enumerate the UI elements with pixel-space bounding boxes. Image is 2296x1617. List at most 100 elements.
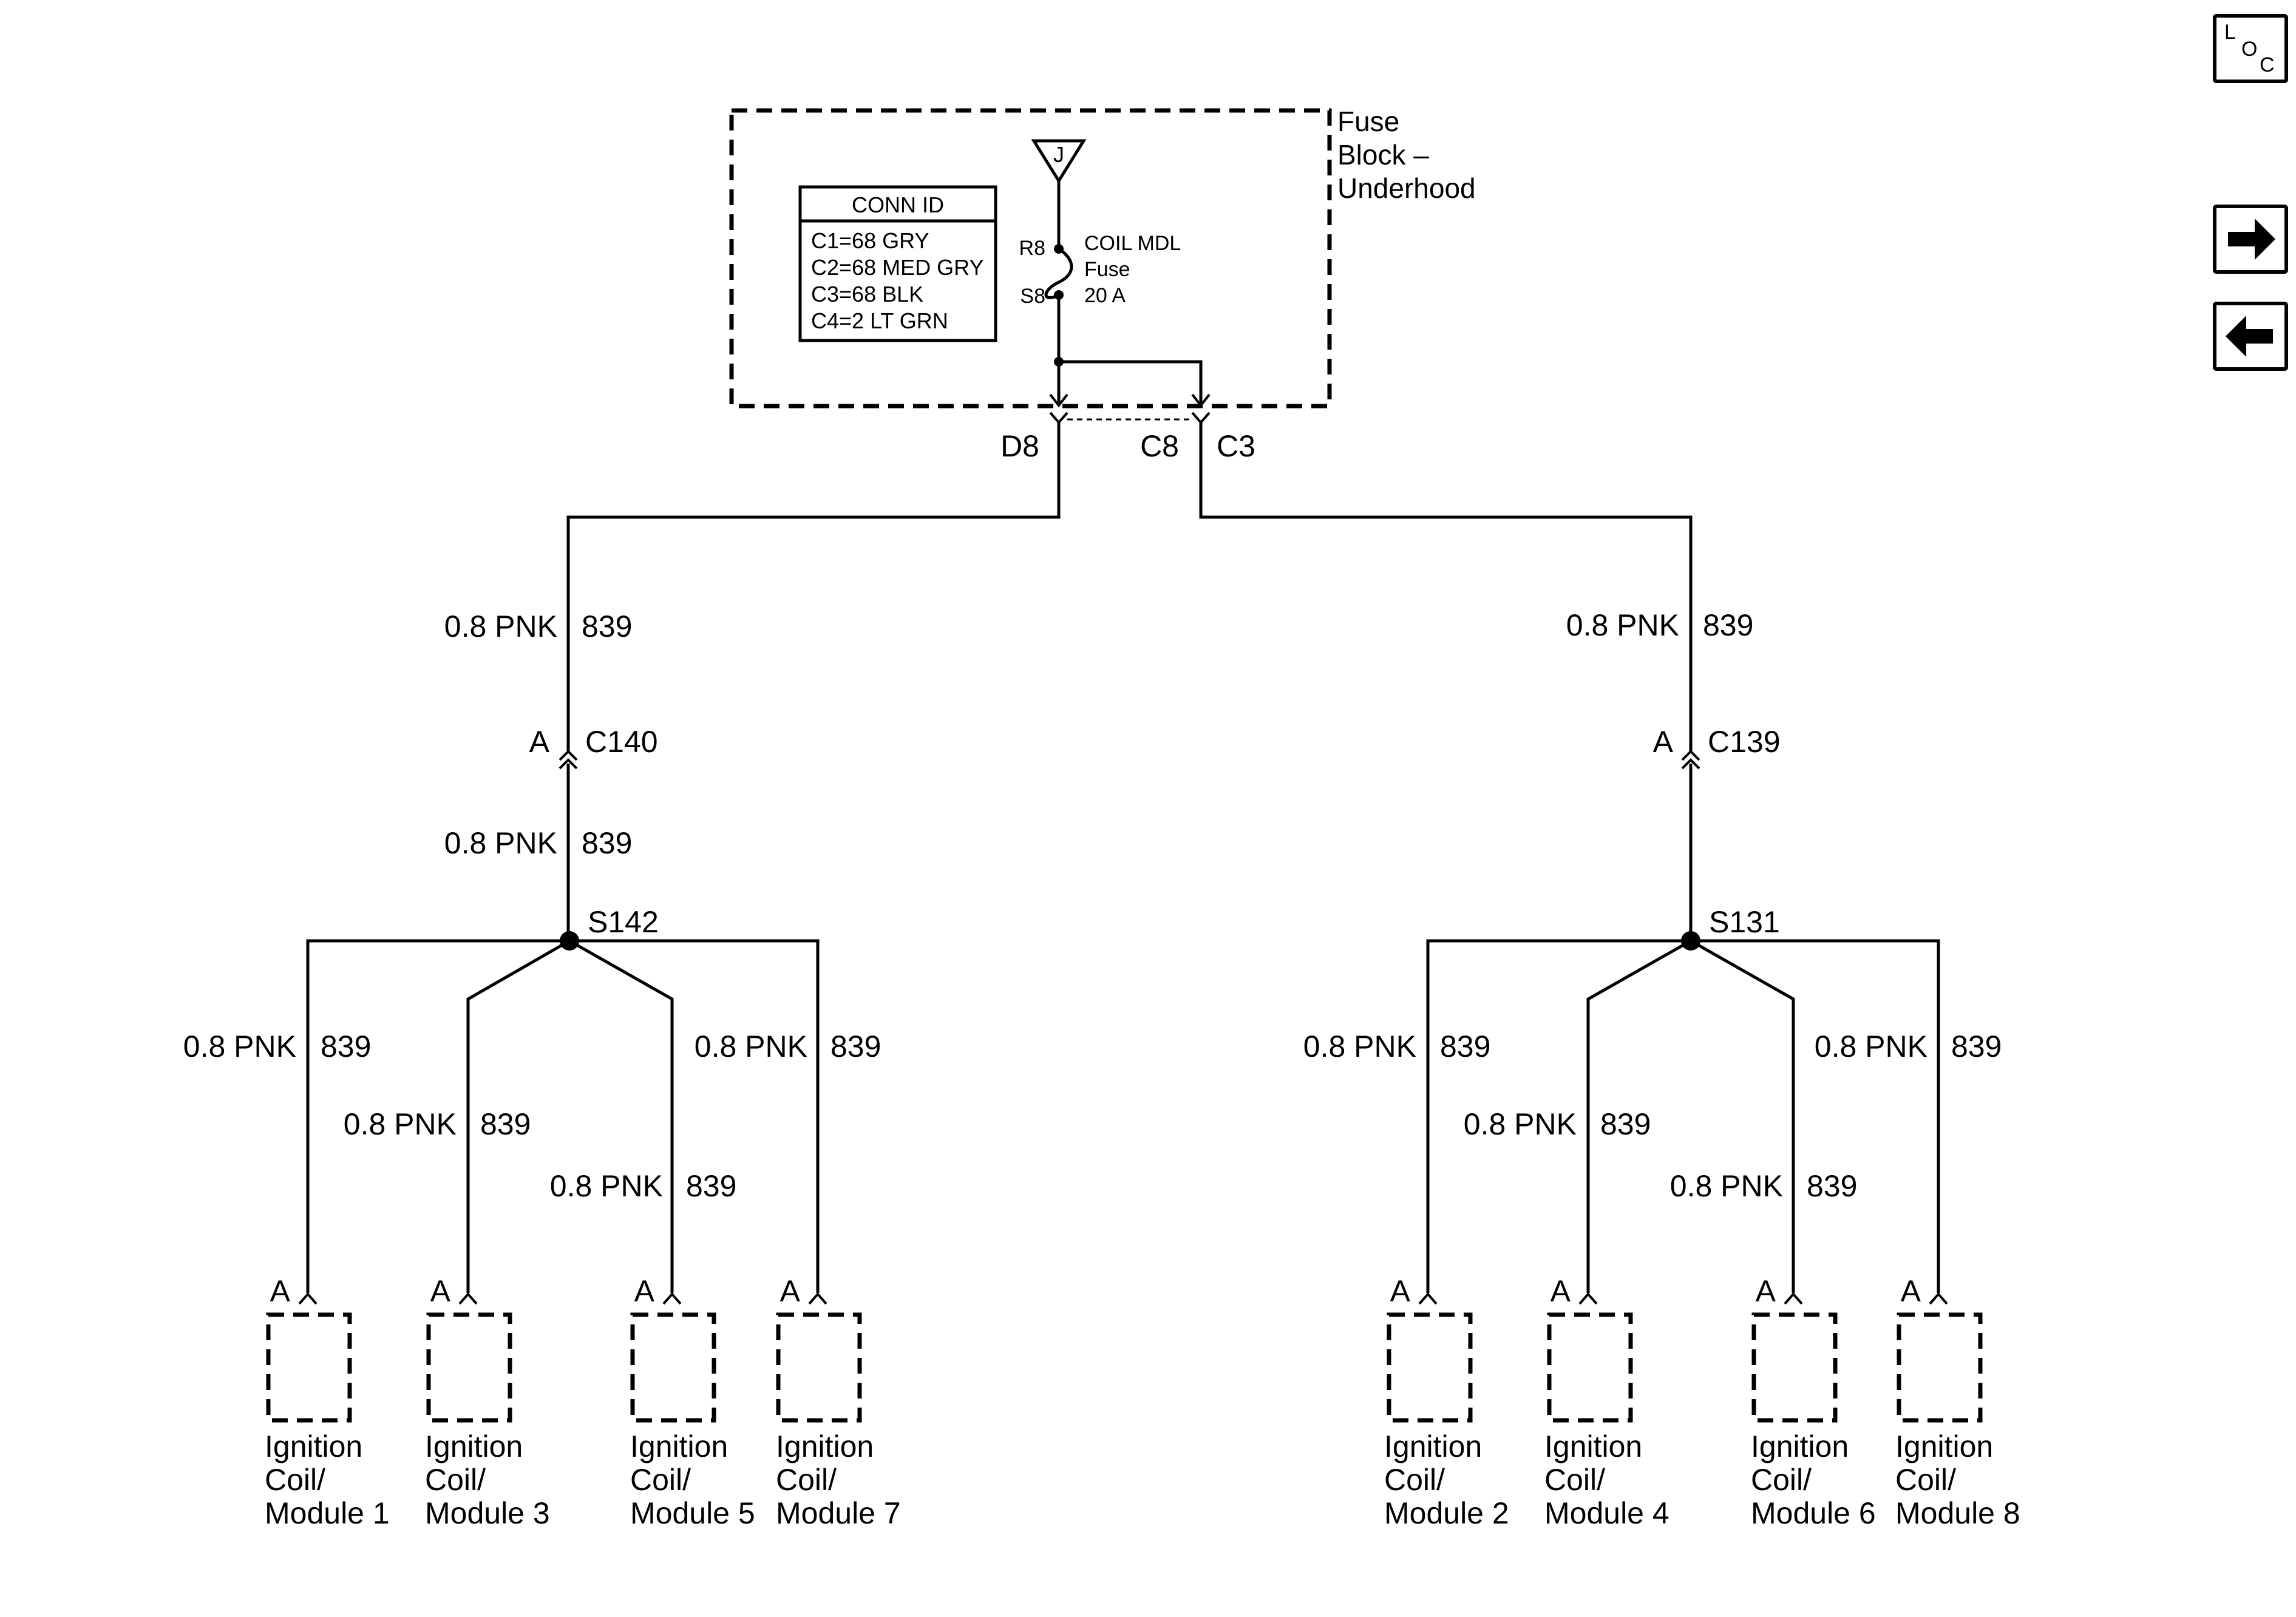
left-branch: 0.8 PNK 839 A C140 0.8 PNK 839 S142 0.8 … <box>183 422 1061 1530</box>
wire-circuit: 839 <box>582 609 632 643</box>
coil-mdl-fuse: R8 S8 COIL MDL Fuse 20 A <box>1019 181 1181 356</box>
wire-circuit: 839 <box>1703 608 1753 642</box>
output-arrow-c3 <box>1191 393 1211 408</box>
drop-gauge-color: 0.8 PNK <box>183 1029 296 1063</box>
drop-gauge-color: 0.8 PNK <box>1815 1029 1927 1063</box>
module-pin: A <box>1550 1274 1571 1308</box>
module-outline <box>630 1312 716 1423</box>
module-label: Ignition <box>425 1429 523 1463</box>
ignition-coil-module-4: A Ignition Coil/ Module 4 <box>1544 1274 1669 1530</box>
next-page-button[interactable] <box>2213 205 2288 274</box>
module-pin: A <box>1390 1274 1411 1308</box>
module-label: Coil/ <box>425 1463 486 1497</box>
module-pin: A <box>634 1274 655 1308</box>
module-label: Module 5 <box>630 1496 755 1530</box>
module-label: Ignition <box>265 1429 362 1463</box>
module-label: Coil/ <box>265 1463 325 1497</box>
module-label: Ignition <box>1895 1429 1993 1463</box>
splice-label: S131 <box>1709 905 1780 939</box>
drop-circuit: 839 <box>830 1029 881 1063</box>
drop-circuit: 839 <box>1600 1107 1651 1141</box>
module-label: Module 4 <box>1544 1496 1669 1530</box>
splice-label: S142 <box>588 905 659 939</box>
drop-gauge-color: 0.8 PNK <box>695 1029 807 1063</box>
conn-id-row: C1=68 GRY <box>811 228 929 253</box>
loc-letter-c: C <box>2260 53 2275 76</box>
module-label: Ignition <box>1384 1429 1482 1463</box>
conn-id-row: C2=68 MED GRY <box>811 255 983 280</box>
drop-gauge-color: 0.8 PNK <box>1670 1169 1783 1203</box>
module-outline <box>1897 1312 1983 1423</box>
module-label: Coil/ <box>1895 1463 1956 1497</box>
module-label: Coil/ <box>1751 1463 1812 1497</box>
drop-gauge-color: 0.8 PNK <box>1303 1029 1416 1063</box>
component-locator-button[interactable]: L O C <box>2213 14 2288 83</box>
fuse-pin-out: S8 <box>1020 285 1045 308</box>
fuse-pin-in: R8 <box>1019 237 1045 260</box>
conn-id-row: C3=68 BLK <box>811 282 923 307</box>
fuse-rating: 20 A <box>1084 284 1126 307</box>
right-branch: 0.8 PNK 839 A C139 S131 0.8 PNK 839 0.8 … <box>1199 422 2020 1530</box>
output-connector-c3: C3 <box>1217 429 1255 463</box>
fuse-block-title-line2: Block – <box>1337 139 1429 171</box>
conn-id-title: CONN ID <box>852 192 944 217</box>
conn-id-row: C4=2 LT GRN <box>811 308 948 333</box>
ignition-coil-module-5: A Ignition Coil/ Module 5 <box>630 1274 755 1530</box>
wire-gauge-color: 0.8 PNK <box>444 826 557 860</box>
ignition-coil-module-3: A Ignition Coil/ Module 3 <box>425 1274 550 1530</box>
fuse-block-underhood: Fuse Block – Underhood CONN ID C1=68 GRY… <box>729 106 1476 408</box>
module-label: Ignition <box>1544 1429 1642 1463</box>
module-pin: A <box>780 1274 801 1308</box>
module-label: Module 2 <box>1384 1496 1509 1530</box>
drop-circuit: 839 <box>480 1107 531 1141</box>
left-arrow-icon <box>2226 316 2273 357</box>
wire-gauge-color: 0.8 PNK <box>444 609 557 643</box>
loc-letter-l: L <box>2224 21 2236 44</box>
right-arrow-icon <box>2228 219 2275 260</box>
module-pin: A <box>430 1274 451 1308</box>
module-label: Coil/ <box>630 1463 691 1497</box>
module-label: Module 1 <box>265 1496 390 1530</box>
ignition-coil-module-8: A Ignition Coil/ Module 8 <box>1895 1274 2020 1530</box>
drop-gauge-color: 0.8 PNK <box>550 1169 663 1203</box>
fuse-name: COIL MDL <box>1084 232 1181 255</box>
connector-c140 <box>559 750 578 770</box>
module-outline <box>1751 1312 1838 1423</box>
module-label: Module 7 <box>776 1496 901 1530</box>
fuse-block-outputs: D8 C8 C3 <box>1000 412 1255 463</box>
module-label: Coil/ <box>1544 1463 1605 1497</box>
connector-pin: A <box>1653 725 1674 759</box>
drop-circuit: 839 <box>1807 1169 1857 1203</box>
module-label: Coil/ <box>1384 1463 1445 1497</box>
module-label: Ignition <box>630 1429 728 1463</box>
output-arrow-d8 <box>1049 393 1068 408</box>
loc-letter-o: O <box>2241 38 2257 61</box>
connector-pin: A <box>529 725 550 759</box>
module-outline <box>776 1312 862 1423</box>
module-label: Module 6 <box>1751 1496 1876 1530</box>
fuse-block-outline <box>729 108 1332 408</box>
module-outline <box>426 1312 512 1423</box>
fuse-terminal-s8 <box>1054 290 1064 300</box>
module-pin: A <box>1901 1274 1921 1308</box>
ignition-coil-module-6: A Ignition Coil/ Module 6 <box>1751 1274 1876 1530</box>
fuse-block-title-line3: Underhood <box>1337 172 1476 204</box>
module-outline <box>1547 1312 1633 1423</box>
module-label: Coil/ <box>776 1463 837 1497</box>
drop-gauge-color: 0.8 PNK <box>344 1107 457 1141</box>
fuse-name-line2: Fuse <box>1084 258 1130 281</box>
module-pin: A <box>270 1274 291 1308</box>
ignition-coil-module-1: A Ignition Coil/ Module 1 <box>265 1274 390 1530</box>
conn-id-table: CONN ID C1=68 GRY C2=68 MED GRY C3=68 BL… <box>798 185 997 342</box>
module-label: Module 8 <box>1895 1496 2020 1530</box>
output-pin-c8: C8 <box>1140 429 1179 463</box>
previous-page-button[interactable] <box>2213 302 2288 371</box>
ignition-coil-module-7: A Ignition Coil/ Module 7 <box>776 1274 901 1530</box>
module-outline <box>266 1312 352 1423</box>
bus-bar-label: J <box>1053 142 1064 167</box>
connector-name: C139 <box>1708 725 1781 759</box>
drop-gauge-color: 0.8 PNK <box>1464 1107 1577 1141</box>
module-outline <box>1387 1312 1473 1423</box>
ignition-coil-module-2: A Ignition Coil/ Module 2 <box>1384 1274 1509 1530</box>
